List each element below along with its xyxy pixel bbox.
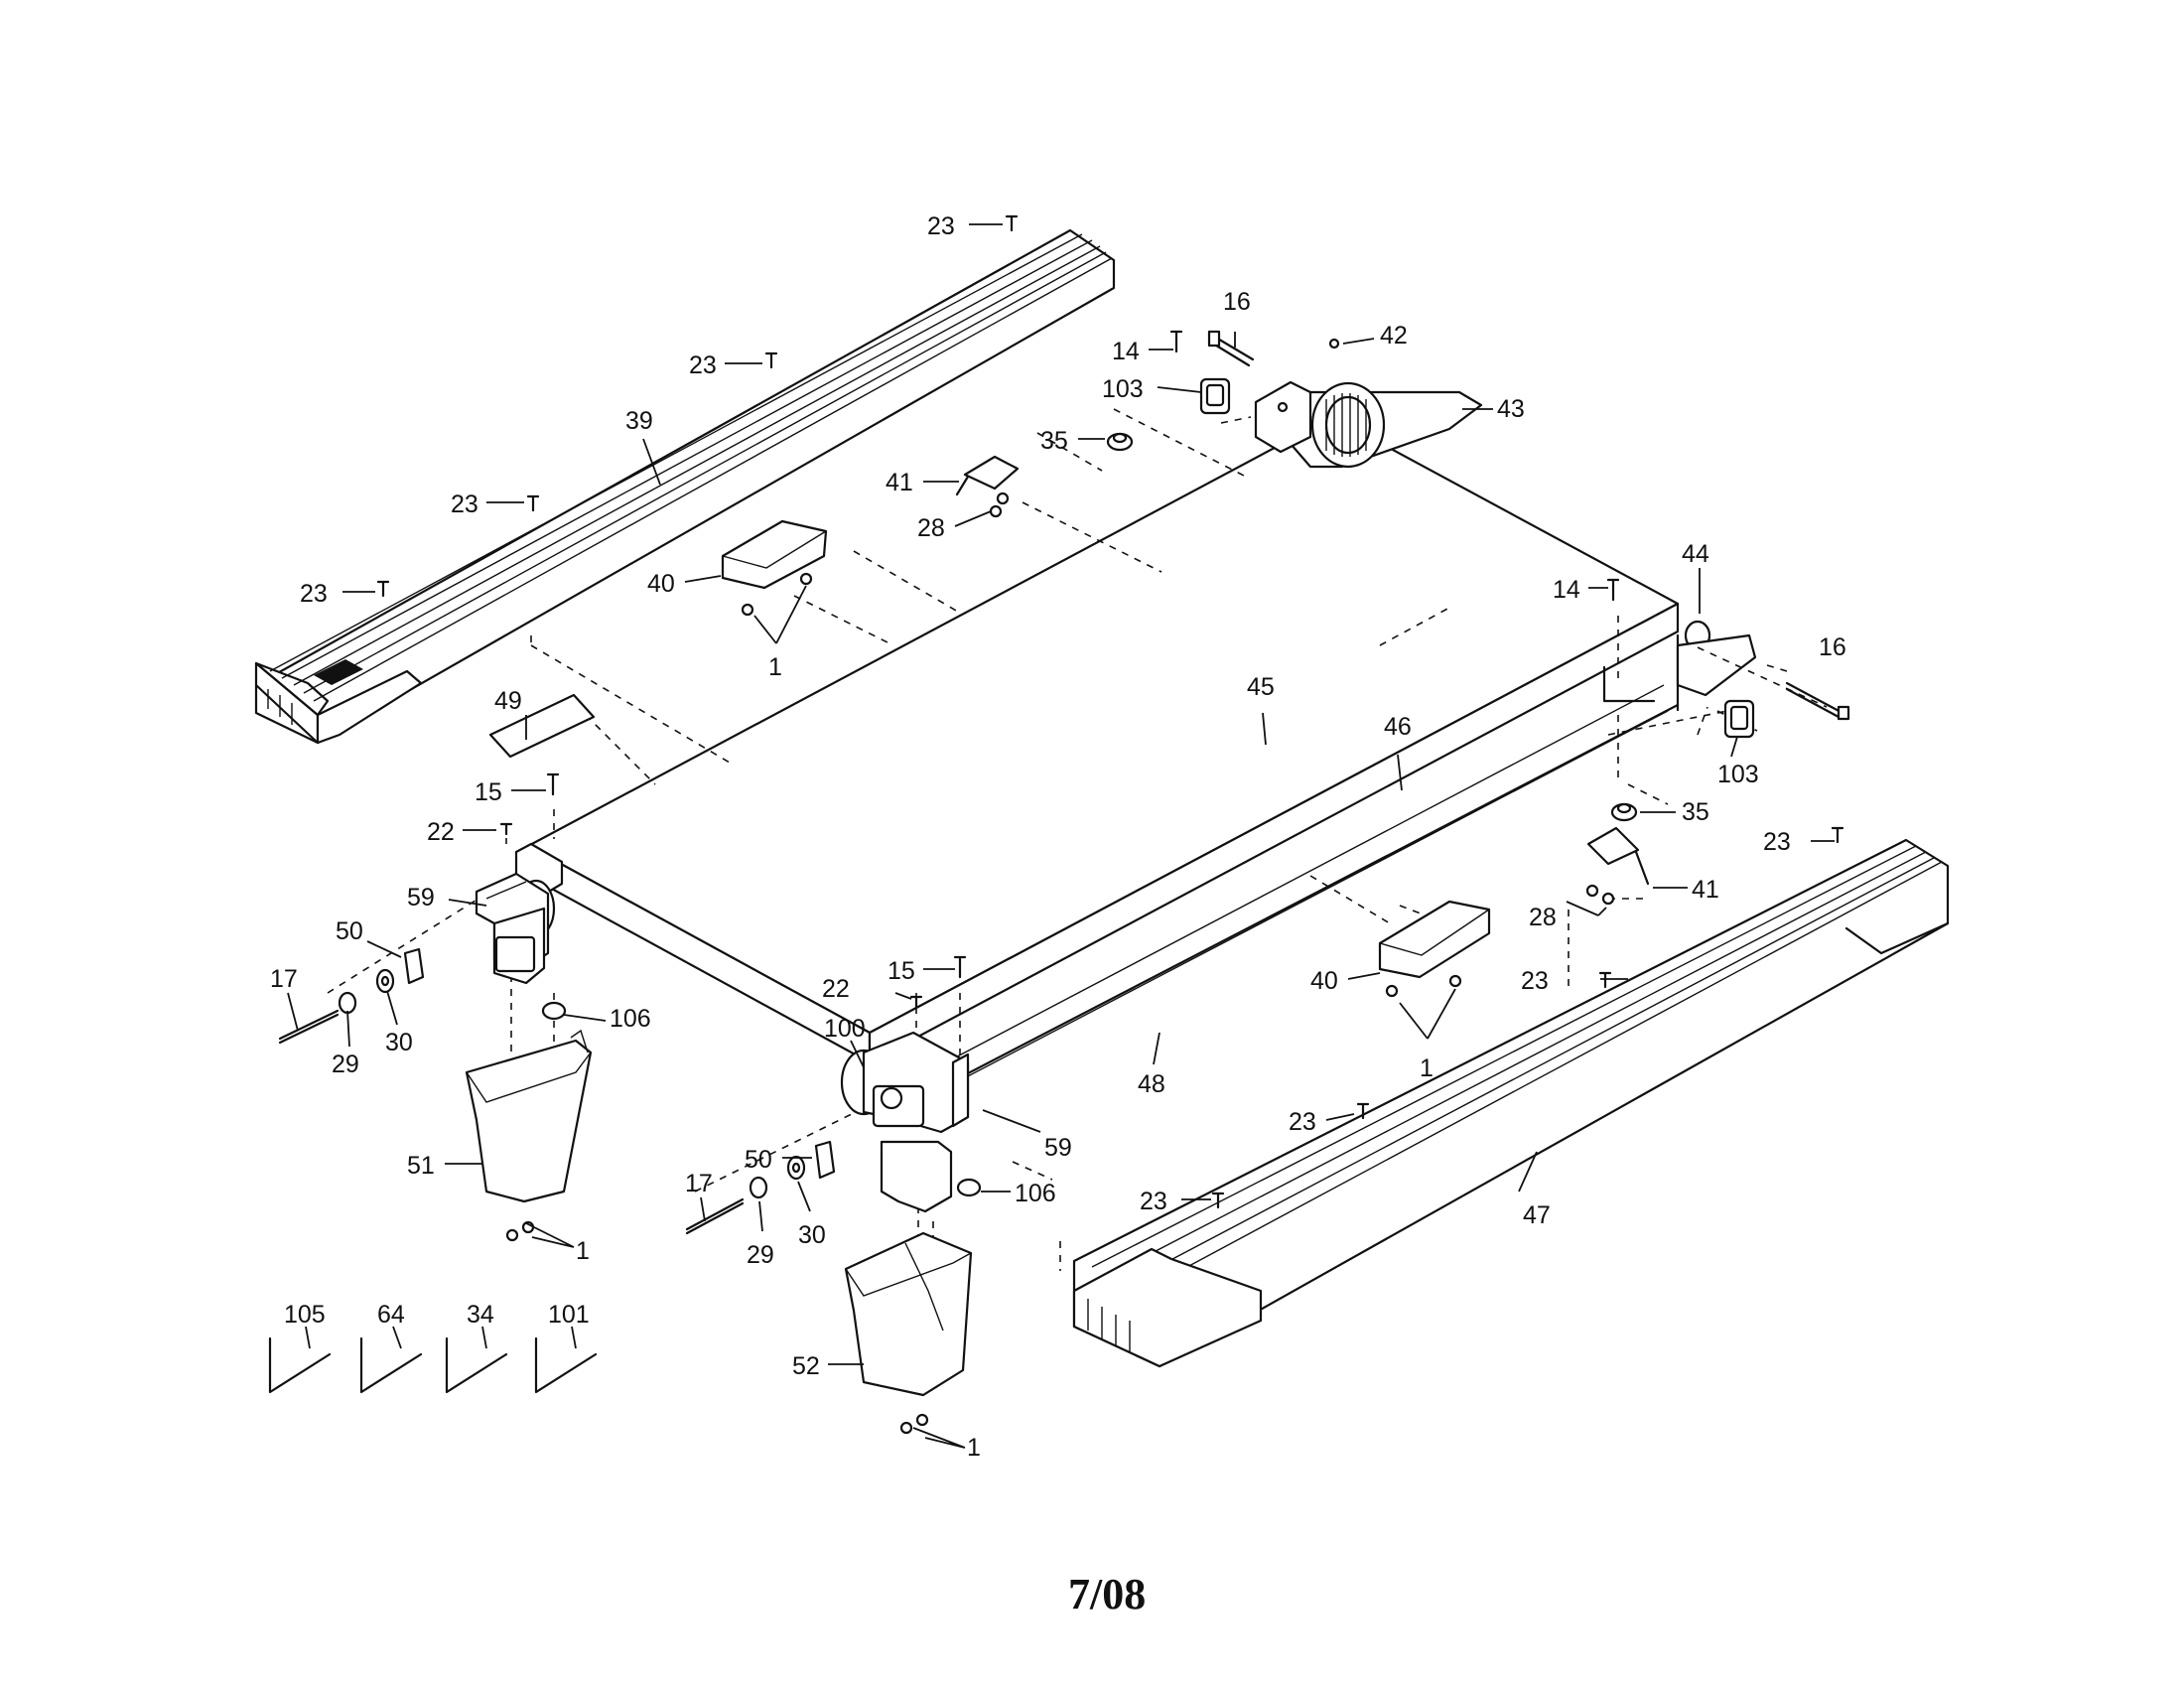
assembly-guides	[327, 408, 1828, 1271]
callout-40: 40	[647, 570, 675, 598]
callout-47: 47	[1523, 1201, 1551, 1229]
callout-29: 29	[747, 1241, 774, 1269]
callout-1: 1	[768, 653, 782, 681]
callout-103: 103	[1717, 761, 1759, 788]
callout-42: 42	[1380, 322, 1408, 350]
leg-covers	[465, 1029, 973, 1397]
callout-41: 41	[1692, 876, 1719, 904]
callout-23: 23	[1289, 1108, 1316, 1136]
callout-35: 35	[1040, 427, 1068, 455]
callout-46: 46	[1384, 713, 1412, 741]
callout-labels: 23 23 39 23 23 14 16 42 103 43 35 41 28 …	[270, 212, 1846, 1462]
callout-51: 51	[407, 1152, 435, 1180]
callout-52: 52	[792, 1352, 820, 1380]
callout-16: 16	[1223, 288, 1251, 316]
left-foot-rail	[254, 228, 1116, 745]
callout-15: 15	[475, 778, 502, 806]
deck-cushion-pads	[721, 519, 1491, 979]
front-left-roller-end	[475, 842, 564, 985]
callout-30: 30	[798, 1221, 826, 1249]
callout-64: 64	[377, 1301, 405, 1329]
callout-50: 50	[745, 1146, 772, 1174]
right-foot-rail	[1072, 838, 1950, 1368]
callout-41: 41	[886, 469, 913, 496]
front-right-roller-end	[840, 1031, 970, 1213]
callout-23: 23	[927, 212, 955, 240]
callout-16: 16	[1819, 633, 1846, 661]
callout-34: 34	[467, 1301, 494, 1329]
callout-59: 59	[407, 884, 435, 912]
callout-103: 103	[1102, 375, 1144, 403]
small-hardware	[278, 330, 1850, 1235]
callout-106: 106	[610, 1005, 651, 1033]
callout-1: 1	[576, 1237, 590, 1265]
callout-29: 29	[332, 1051, 359, 1078]
callout-17: 17	[270, 965, 298, 993]
callout-28: 28	[917, 514, 945, 542]
footer-code: 7/08	[1068, 1570, 1146, 1618]
callout-59: 59	[1044, 1134, 1072, 1162]
callout-17: 17	[685, 1170, 713, 1197]
callout-22: 22	[822, 975, 850, 1003]
callout-23: 23	[1521, 967, 1549, 995]
callout-30: 30	[385, 1029, 413, 1056]
callout-49: 49	[494, 687, 522, 715]
callout-101: 101	[548, 1301, 590, 1329]
callout-1: 1	[967, 1434, 981, 1462]
callout-23: 23	[689, 351, 717, 379]
tool-set	[268, 1336, 598, 1394]
callout-106: 106	[1015, 1180, 1056, 1207]
callout-22: 22	[427, 818, 455, 846]
walking-belt-deck	[526, 415, 1757, 1114]
callout-50: 50	[336, 917, 363, 945]
callout-28: 28	[1529, 904, 1557, 931]
callout-40: 40	[1310, 967, 1338, 995]
callout-45: 45	[1247, 673, 1275, 701]
callout-14: 14	[1112, 338, 1140, 365]
callout-23: 23	[1763, 828, 1791, 856]
callout-23: 23	[1140, 1188, 1167, 1215]
callout-43: 43	[1497, 395, 1525, 423]
callout-1: 1	[1420, 1054, 1433, 1082]
callout-15: 15	[887, 957, 915, 985]
rear-pulley-guard	[1254, 380, 1483, 469]
callout-100: 100	[824, 1015, 866, 1043]
callout-23: 23	[300, 580, 328, 608]
callout-44: 44	[1682, 540, 1709, 568]
callout-105: 105	[284, 1301, 326, 1329]
callout-23: 23	[451, 491, 478, 518]
callout-35: 35	[1682, 798, 1709, 826]
callout-39: 39	[625, 407, 653, 435]
leader-lines	[287, 223, 1835, 1449]
callout-48: 48	[1138, 1070, 1165, 1098]
callout-14: 14	[1553, 576, 1580, 604]
